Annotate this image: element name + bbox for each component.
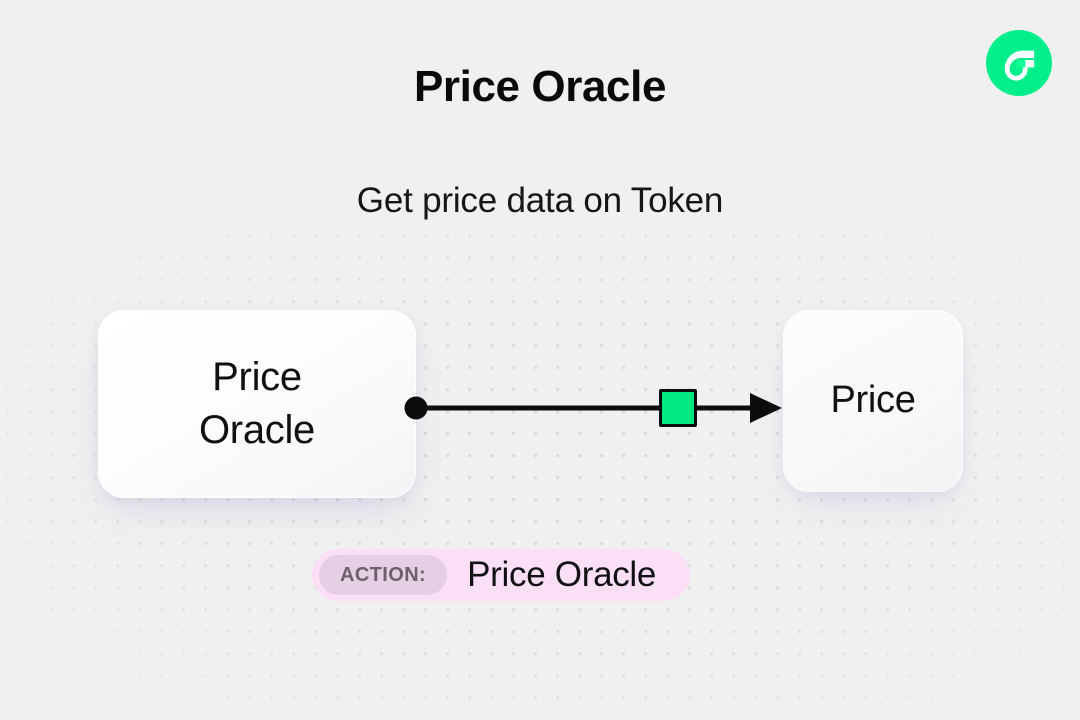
page-subtitle: Get price data on Token [356, 181, 724, 220]
edge-connector [404, 393, 782, 423]
node-source-label-line-2: Oracle [198, 408, 315, 452]
node-card-target[interactable]: Price [783, 310, 963, 492]
flow-logo-icon [986, 30, 1052, 96]
node-card-source[interactable]: Price Oracle [98, 310, 416, 498]
action-badge-value: Price Oracle [467, 555, 657, 594]
edge-arrow-head-icon [750, 393, 782, 423]
action-badge-key: ACTION: [319, 555, 448, 595]
node-source-label-line-1: Price [212, 354, 302, 399]
page-title: Price Oracle [413, 62, 667, 111]
node-target-label: Price [830, 379, 916, 422]
node-source-label: Price Oracle [199, 351, 315, 457]
edge-marker-square-icon[interactable] [659, 389, 697, 427]
action-badge[interactable]: ACTION: Price Oracle [312, 549, 691, 601]
